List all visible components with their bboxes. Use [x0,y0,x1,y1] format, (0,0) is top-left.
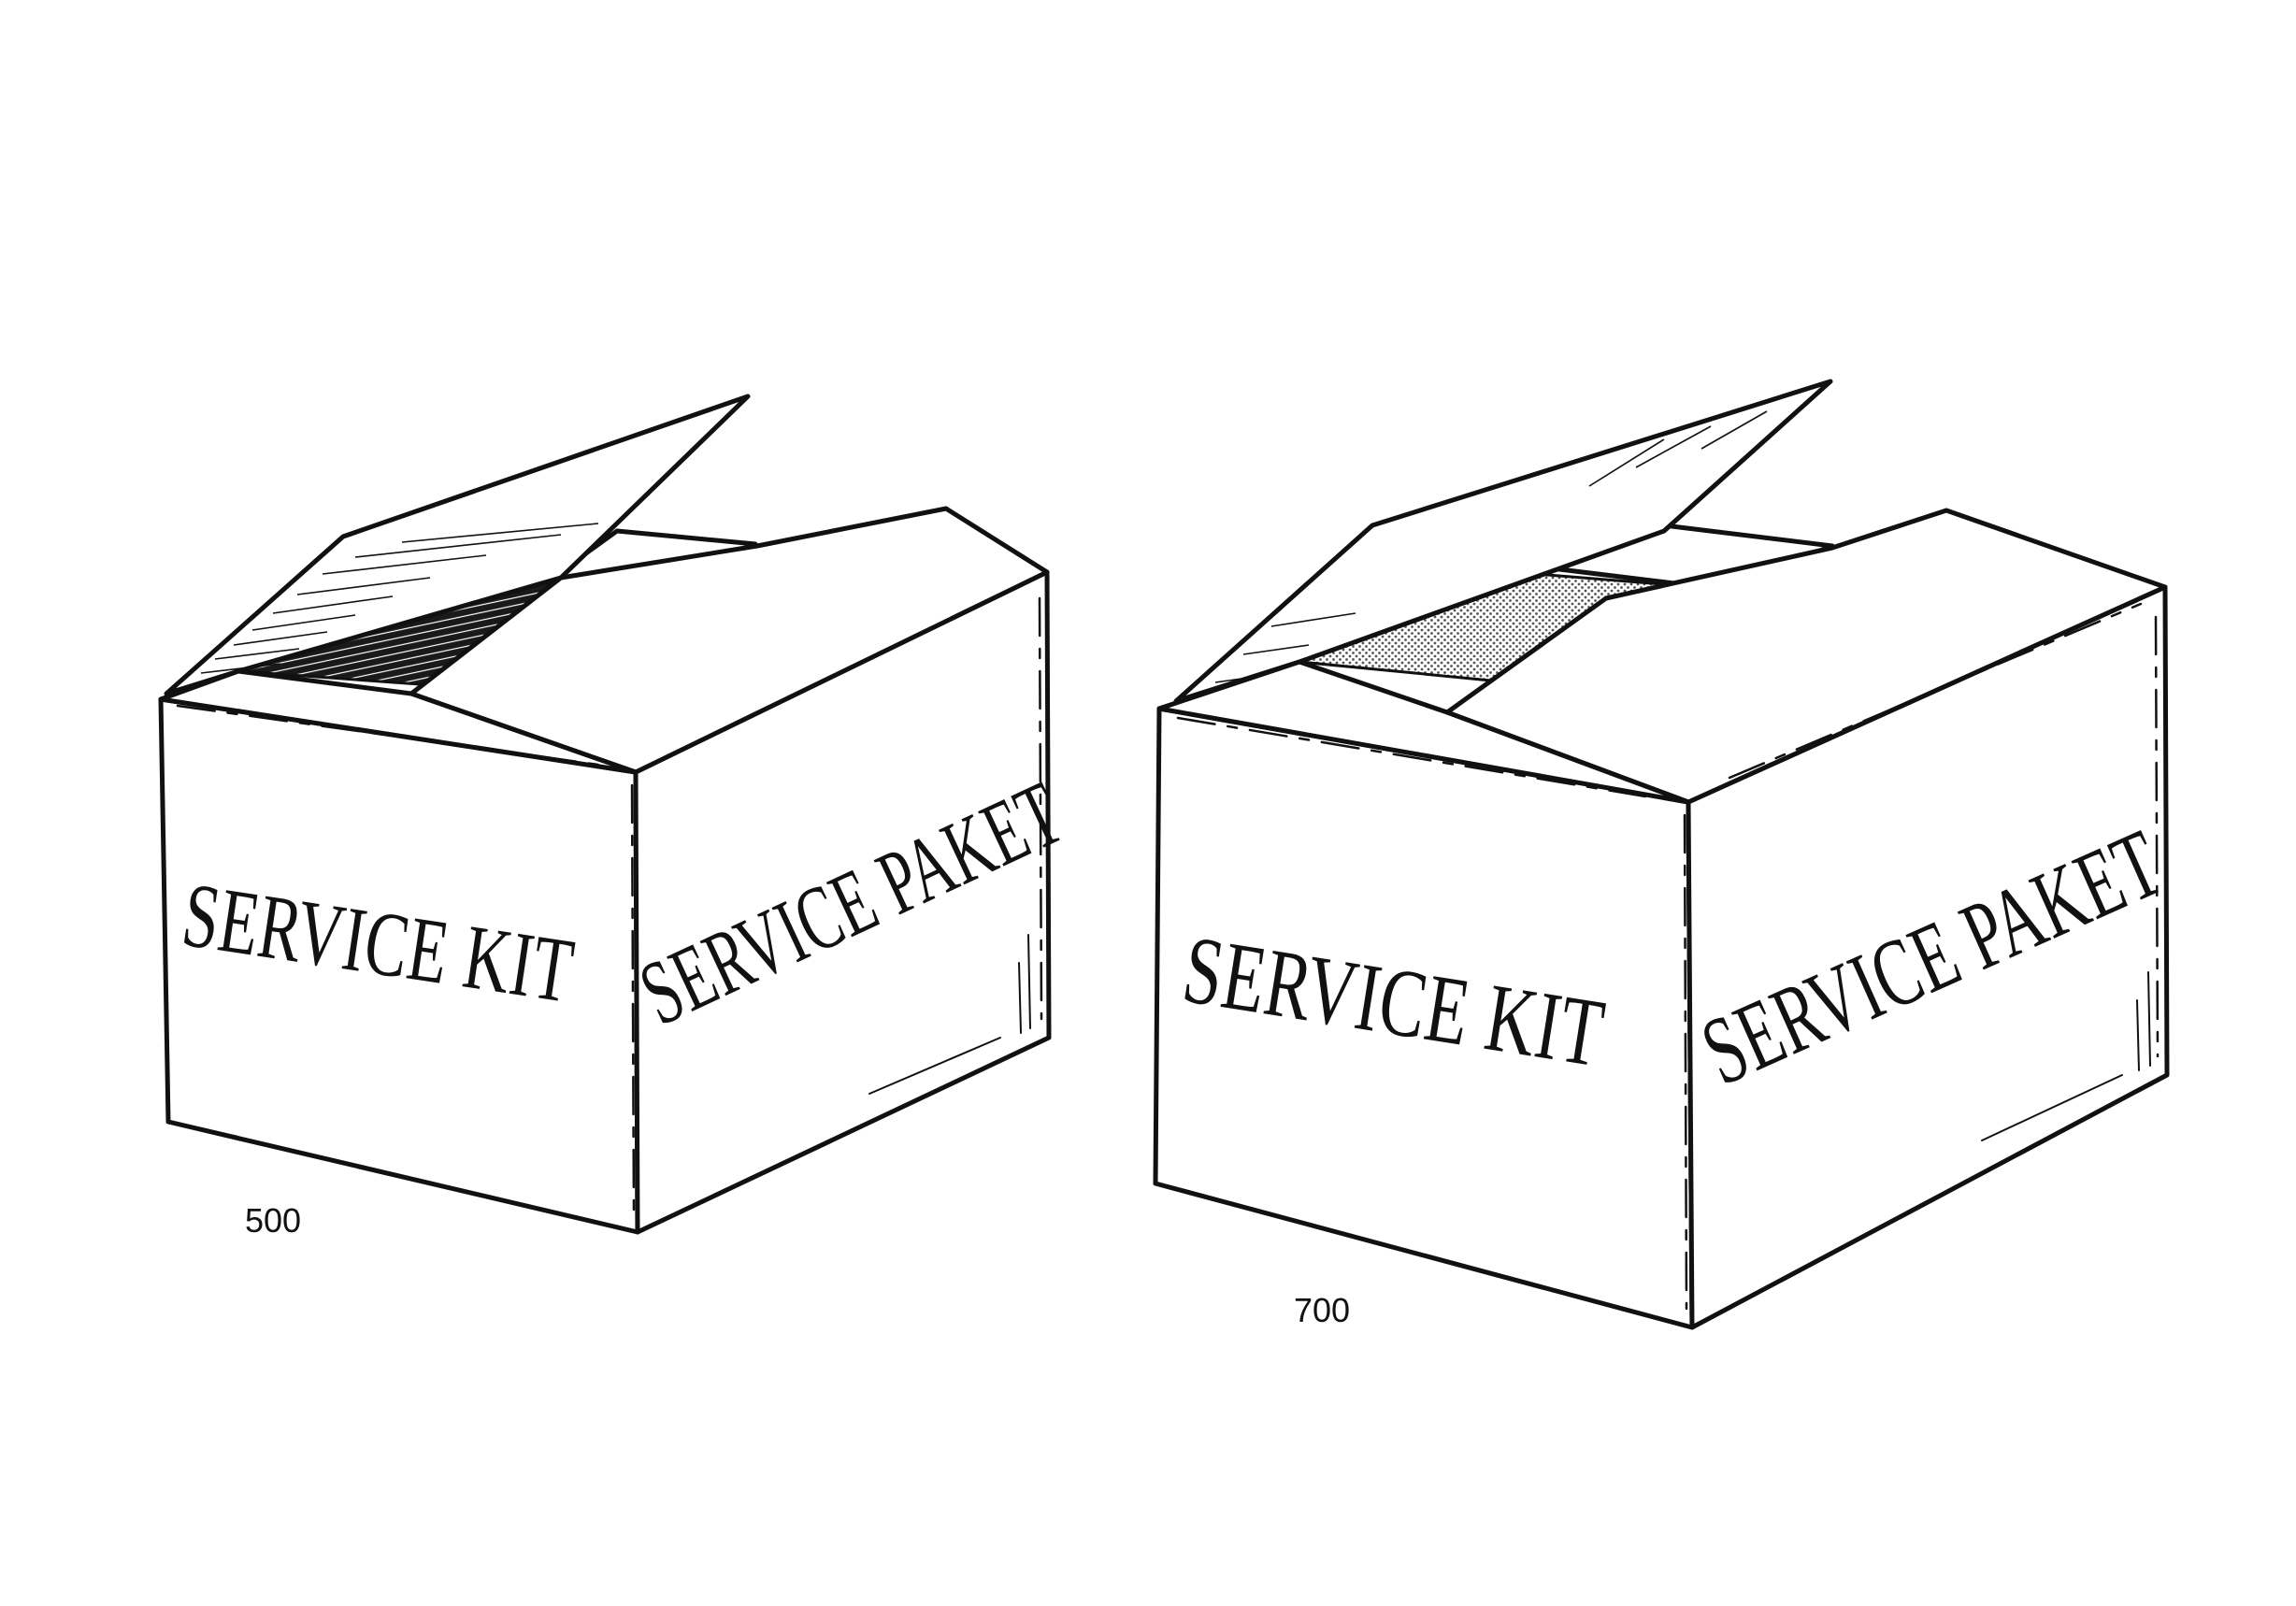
box-700-label: 700 [1294,1291,1350,1329]
box-700-edge-shading [1981,971,2151,1141]
box-700: SERVICE KIT SERVICE PAKET 700 [1153,379,2177,1330]
box-500-label: 500 [245,1201,301,1240]
box-500-flap-shading [200,523,599,674]
box-500-edge-shading [868,934,1031,1095]
box-700-flap-shading [1214,410,1768,683]
box-500: SERVICE KIT SERVICE PAKET 500 [158,394,1077,1240]
box-700-top-strip [1156,659,1691,805]
